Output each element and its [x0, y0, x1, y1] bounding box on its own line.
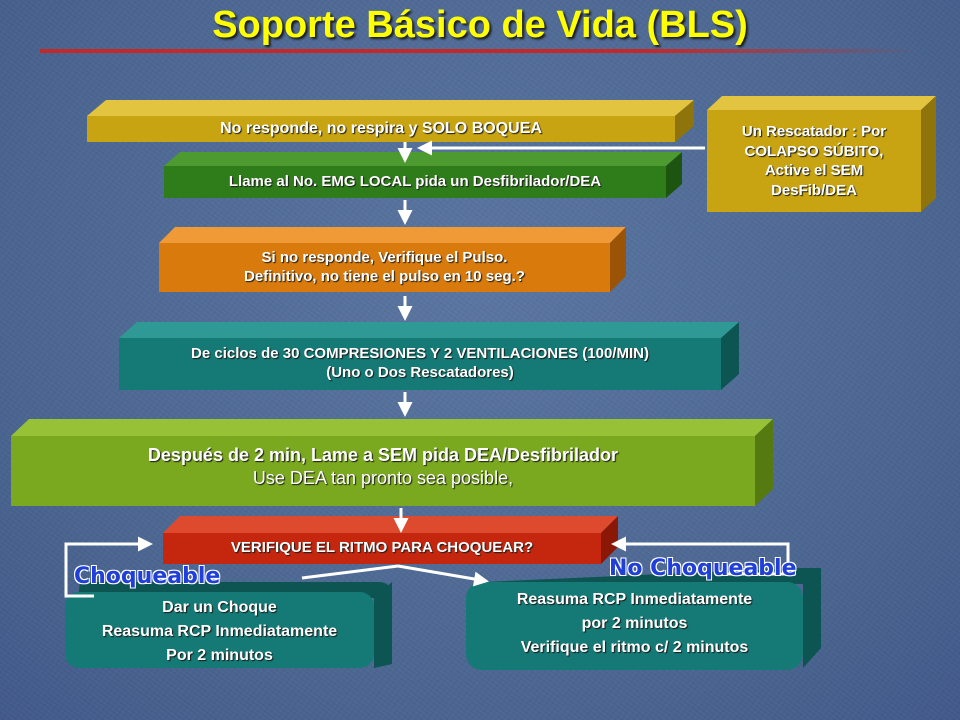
rescatador-text: Un Rescatador : Por COLAPSO SÚBITO, Acti…	[707, 112, 921, 210]
step-pulso-line1: Si no responde, Verifique el Pulso.	[261, 248, 508, 266]
no-choqueable-line1: Reasuma RCP Inmediatamente	[516, 591, 753, 608]
step-pulso-box	[159, 227, 626, 292]
step-no-responde-box	[87, 100, 694, 142]
rescatador-box	[707, 96, 936, 212]
choqueable-text: Dar un Choque Reasuma RCP Inmediatamente…	[65, 594, 374, 670]
step-despues-box	[11, 419, 773, 506]
step-ciclos-text: De ciclos de 30 COMPRESIONES Y 2 VENTILA…	[119, 338, 721, 390]
step-despues-line1: Después de 2 min, Lame a SEM pida DEA/De…	[147, 445, 619, 465]
choqueable-label: Choqueable	[74, 564, 221, 589]
no-choqueable-box	[466, 568, 821, 670]
choqueable-line1: Dar un Choque	[162, 599, 277, 616]
step-pulso-text: Si no responde, Verifique el Pulso. Defi…	[159, 243, 610, 292]
rescatador-line3: Active el SEM	[764, 162, 864, 179]
step-no-responde-label: No responde, no respira y SOLO BOQUEA	[220, 120, 542, 137]
step-verifique-label: VERIFIQUE EL RITMO PARA CHOQUEAR?	[230, 539, 534, 557]
step-verifique-box	[163, 516, 618, 564]
no-choqueable-line2: por 2 minutos	[581, 615, 688, 632]
step-llame-label: Llame al No. EMG LOCAL pida un Desfibril…	[228, 172, 602, 190]
rescatador-line2: COLAPSO SÚBITO,	[744, 142, 884, 160]
no-choqueable-label: No Choqueable	[609, 556, 797, 581]
page-title: Soporte Básico de Vida (BLS)	[212, 4, 748, 46]
choqueable-box	[65, 582, 392, 668]
choqueable-line3: Por 2 minutos	[166, 647, 273, 664]
step-ciclos-line1: De ciclos de 30 COMPRESIONES Y 2 VENTILA…	[191, 345, 649, 363]
step-llame-box	[164, 152, 682, 198]
rescatador-line1: Un Rescatador : Por	[741, 123, 887, 140]
title-underline	[40, 49, 920, 53]
no-choqueable-text: Reasuma RCP Inmediatamente por 2 minutos…	[466, 584, 803, 664]
step-ciclos-line2: (Uno o Dos Rescatadores)	[326, 364, 514, 381]
step-llame-text: Llame al No. EMG LOCAL pida un Desfibril…	[164, 166, 666, 198]
step-despues-line2: Use DEA tan pronto sea posible,	[252, 467, 514, 488]
flow-arrows	[64, 140, 790, 598]
no-choqueable-line3: Verifique el ritmo c/ 2 minutos	[520, 639, 749, 656]
step-pulso-line2: Definitivo, no tiene el pulso en 10 seg.…	[244, 267, 525, 285]
choqueable-line2: Reasuma RCP Inmediatamente	[101, 623, 338, 640]
step-ciclos-box	[119, 322, 739, 390]
step-verifique-text: VERIFIQUE EL RITMO PARA CHOQUEAR?	[163, 533, 601, 564]
rescatador-line4: DesFib/DEA	[771, 181, 857, 199]
step-no-responde-text: No responde, no respira y SOLO BOQUEA	[87, 116, 675, 142]
step-despues-text: Después de 2 min, Lame a SEM pida DEA/De…	[11, 436, 755, 506]
